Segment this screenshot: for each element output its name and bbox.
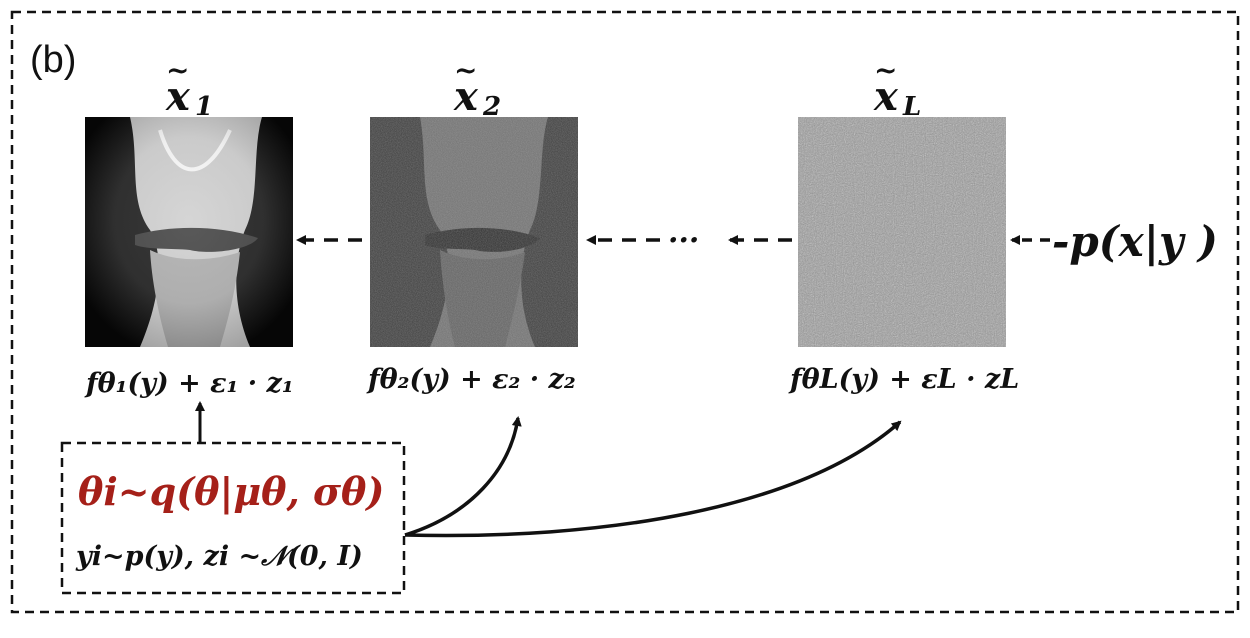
image-x2 <box>370 117 578 347</box>
title-xL: x L ~ <box>873 54 921 122</box>
arrow-box-to-caption2 <box>404 416 522 537</box>
image-x1 <box>85 117 293 347</box>
title-x1: x 1 ~ <box>165 54 213 122</box>
image-xL <box>798 117 1006 347</box>
title-sub: 1 <box>195 92 213 122</box>
title-var: x <box>453 73 479 120</box>
caption-x2: fθ₂(y) + ε₂ · z₂ <box>366 364 576 395</box>
title-sub: L <box>902 92 921 122</box>
outer-dashed-frame <box>10 10 1240 614</box>
panel-label: (b) <box>30 39 76 81</box>
ellipsis: ··· <box>668 223 699 258</box>
svg-text:~: ~ <box>454 54 477 87</box>
theta-distribution: θi~q(θ|μθ, σθ) <box>78 469 384 514</box>
arrow-box-to-captionL <box>404 420 902 538</box>
prior-label: -p(x|y ) <box>1052 217 1218 266</box>
title-var: x <box>873 73 899 120</box>
caption-xL: fθL(y) + εL · zL <box>788 364 1019 395</box>
title-x2: x 2 ~ <box>453 54 501 122</box>
caption-x1: fθ₁(y) + ε₁ · z₁ <box>84 368 294 399</box>
svg-text:~: ~ <box>166 54 189 87</box>
title-var: x <box>165 73 191 120</box>
title-sub: 2 <box>482 92 501 122</box>
svg-text:~: ~ <box>874 54 897 87</box>
noise-distribution: yi~p(y), zi ~𝒩(0, I) <box>75 541 363 572</box>
sampling-box <box>60 441 406 595</box>
